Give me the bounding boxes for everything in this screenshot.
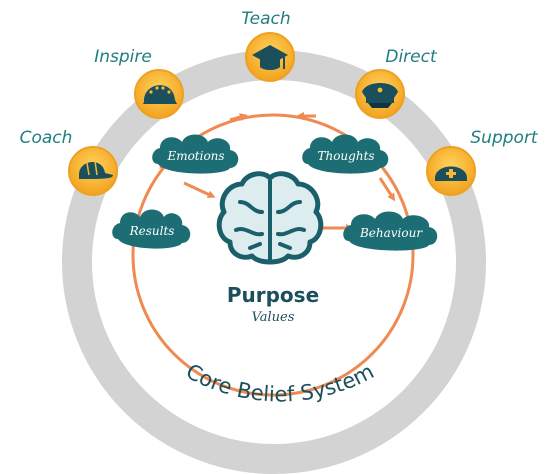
core-belief-label: Core Belief System: [182, 359, 378, 406]
role-teach: Teach: [241, 9, 295, 82]
role-support: Support: [426, 128, 539, 196]
nurse-cap-icon: [435, 166, 467, 181]
role-coach-label: Coach: [20, 128, 73, 148]
cloud-results: Results: [112, 209, 191, 249]
cloud-behaviour-label: Behaviour: [359, 226, 423, 240]
role-coach: Coach: [20, 128, 118, 196]
helmet-icon: [143, 85, 177, 104]
role-inspire-label: Inspire: [94, 47, 152, 67]
cloud-results-label: Results: [129, 224, 175, 238]
captain-hat-icon: [362, 83, 398, 108]
cloud-thoughts: Thoughts: [302, 134, 389, 174]
cloud-behaviour: Behaviour: [343, 211, 438, 251]
center-subtitle: Values: [252, 310, 295, 325]
cloud-emotions: Emotions: [152, 134, 239, 174]
graduation-cap-icon: [252, 45, 288, 70]
cloud-thoughts-label: Thoughts: [317, 149, 374, 163]
cloud-emotions-label: Emotions: [166, 149, 224, 163]
center-title: Purpose: [227, 283, 319, 307]
brain-icon: [216, 171, 324, 265]
baseball-cap-icon: [79, 160, 113, 179]
role-direct-label: Direct: [385, 47, 438, 67]
role-direct: Direct: [355, 47, 438, 119]
cycle-ring: [131, 113, 415, 397]
role-teach-label: Teach: [241, 9, 290, 29]
role-support-label: Support: [470, 128, 539, 148]
role-inspire: Inspire: [94, 47, 184, 119]
